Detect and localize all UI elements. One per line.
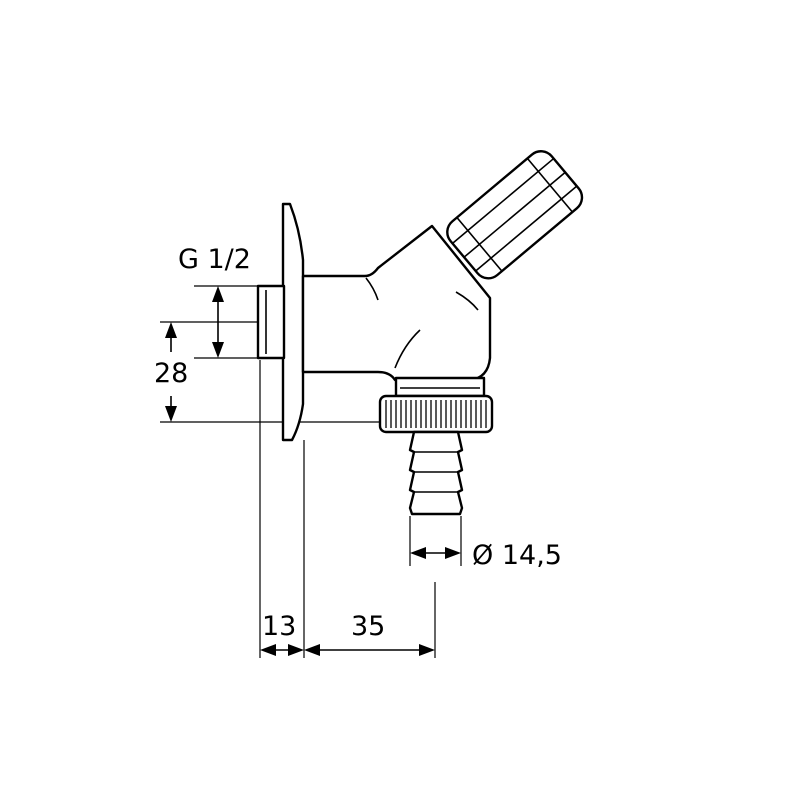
- outlet-connector: [394, 376, 486, 398]
- dimension-arrows: [165, 286, 461, 656]
- valve-handle: [446, 150, 584, 280]
- knurled-nut: [378, 394, 494, 434]
- plate-depth-label: 13: [262, 611, 296, 642]
- outlet-distance-label: 35: [351, 611, 385, 642]
- height-offset-label: 28: [154, 358, 188, 389]
- wall-plate: [281, 202, 305, 442]
- valve-body: [301, 224, 492, 382]
- hose-barb: [408, 430, 464, 516]
- extension-lines: [160, 285, 462, 658]
- thread-size-label: G 1/2: [178, 244, 251, 275]
- thread-stub: [256, 284, 286, 360]
- hose-diameter-label: Ø 14,5: [472, 540, 562, 571]
